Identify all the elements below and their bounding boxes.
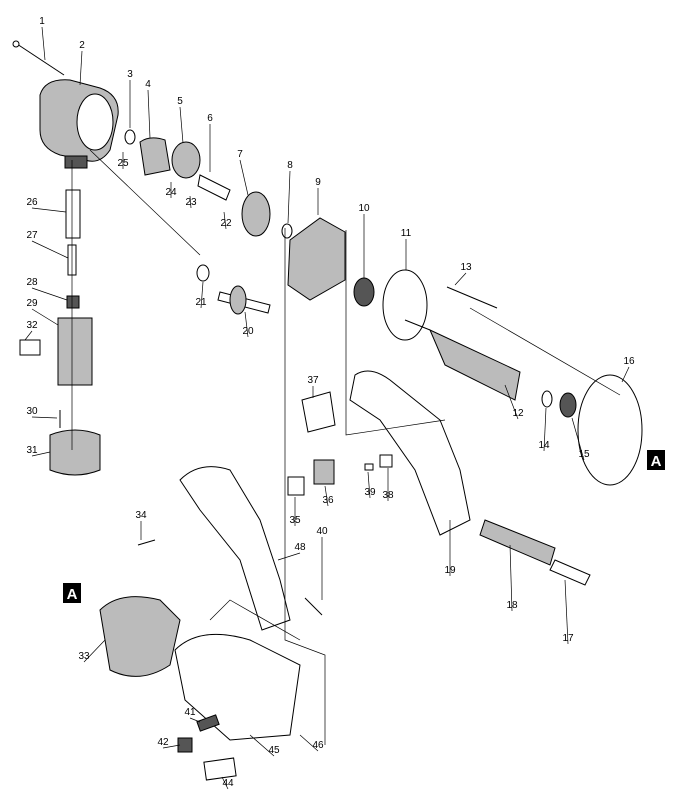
part-label-4: 4 [145, 79, 151, 90]
part-label-40: 40 [316, 526, 328, 537]
part-label-16: 16 [623, 356, 635, 367]
leader-line-44 [221, 776, 229, 790]
part-label-5: 5 [177, 96, 183, 107]
part-label-13: 13 [460, 262, 472, 273]
part-label-41: 41 [184, 707, 196, 718]
leader-line-39 [367, 471, 371, 499]
leader-line-31 [31, 451, 51, 457]
part-label-21: 21 [195, 297, 207, 308]
leader-line-27 [31, 240, 69, 259]
part-label-24: 24 [165, 187, 177, 198]
part-label-25: 25 [117, 158, 129, 169]
leader-line-46 [299, 734, 319, 752]
part-label-3: 3 [127, 69, 133, 80]
leader-line-14 [543, 407, 547, 452]
part-label-6: 6 [207, 113, 213, 124]
leader-lines [24, 26, 630, 790]
part-label-10: 10 [358, 203, 370, 214]
leader-line-22 [223, 211, 227, 230]
part-label-44: 44 [222, 778, 234, 789]
part-label-11: 11 [401, 228, 412, 239]
leader-line-41 [189, 717, 201, 723]
leader-line-17 [564, 579, 569, 645]
part-label-22: 22 [220, 218, 232, 229]
part-label-46: 46 [312, 740, 324, 751]
part-label-7: 7 [237, 149, 243, 160]
leader-line-30 [31, 416, 58, 419]
part-label-34: 34 [135, 510, 147, 521]
leader-line-15 [571, 417, 585, 461]
part-label-29: 29 [26, 298, 38, 309]
leader-line-42 [162, 744, 181, 749]
leader-line-20 [244, 311, 249, 338]
leader-line-23 [189, 195, 192, 209]
part-label-20: 20 [242, 326, 254, 337]
leader-line-18 [509, 544, 513, 612]
part-label-9: 9 [315, 177, 321, 188]
part-label-28: 28 [26, 277, 38, 288]
reference-marker-a-right: A [647, 450, 665, 470]
leader-line-48 [277, 552, 301, 561]
leader-line-2 [79, 50, 83, 86]
part-label-30: 30 [26, 406, 38, 417]
leader-line-29 [31, 308, 59, 326]
part-label-38: 38 [382, 490, 394, 501]
leader-line-26 [31, 207, 67, 213]
part-labels: 1234567891011121314151617181920212223242… [26, 16, 635, 789]
leader-line-28 [31, 287, 68, 301]
part-label-14: 14 [538, 440, 550, 451]
part-label-36: 36 [322, 495, 334, 506]
leader-line-13 [454, 272, 467, 286]
part-label-23: 23 [185, 197, 197, 208]
part-label-18: 18 [506, 600, 518, 611]
part-label-12: 12 [512, 408, 524, 419]
part-label-39: 39 [364, 487, 376, 498]
marker-label: A [651, 453, 662, 470]
part-label-37: 37 [307, 375, 319, 386]
leader-line-45 [249, 734, 275, 757]
leader-line-1 [41, 26, 46, 61]
part-label-17: 17 [562, 633, 574, 644]
part-label-8: 8 [287, 160, 293, 171]
part-label-15: 15 [578, 449, 590, 460]
part-label-33: 33 [78, 651, 90, 662]
part-label-27: 27 [26, 230, 38, 241]
part-label-42: 42 [157, 737, 169, 748]
reference-marker-a-left: A [63, 583, 81, 603]
leader-line-8 [287, 170, 291, 224]
leader-line-21 [200, 281, 204, 309]
leader-line-33 [83, 639, 106, 663]
part-label-19: 19 [444, 565, 456, 576]
leader-line-7 [239, 159, 249, 196]
marker-label: A [67, 586, 78, 603]
leader-line-5 [179, 106, 184, 144]
part-label-45: 45 [268, 745, 280, 756]
leader-line-4 [147, 89, 151, 139]
parts-drawing [12, 40, 643, 781]
part-label-32: 32 [26, 320, 38, 331]
leader-line-16 [621, 366, 630, 383]
part-label-26: 26 [26, 197, 38, 208]
leader-line-36 [324, 485, 329, 507]
part-label-1: 1 [39, 16, 45, 27]
part-label-48: 48 [294, 542, 306, 553]
leader-line-12 [504, 384, 519, 420]
leader-line-32 [24, 330, 33, 341]
part-label-35: 35 [289, 515, 301, 526]
part-label-2: 2 [79, 40, 85, 51]
assembly-lines [71, 149, 621, 745]
part-label-31: 31 [26, 445, 38, 456]
